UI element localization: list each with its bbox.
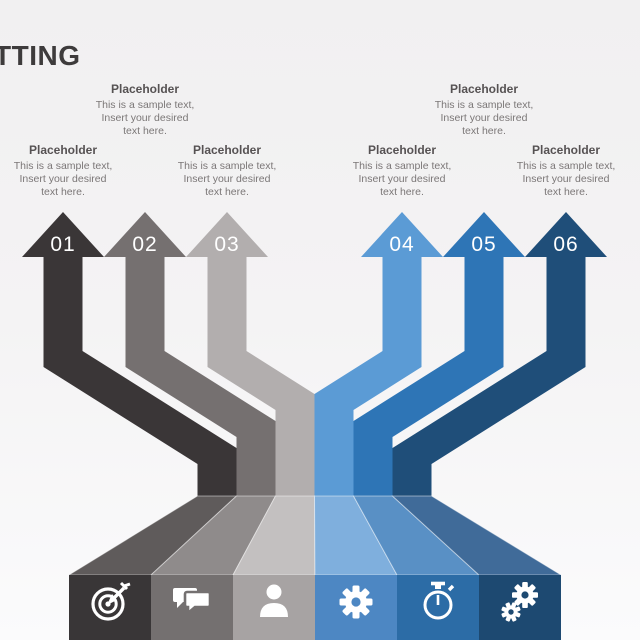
person-icon: [260, 584, 288, 617]
stopwatch-icon: [423, 581, 455, 620]
arrow-number-6: 06: [553, 233, 579, 256]
arrow-number-5: 05: [471, 233, 497, 256]
arrow-number-1: 01: [50, 233, 76, 256]
placeholder-body: This is a sample text, Insert your desir…: [13, 160, 113, 198]
placeholder-body: This is a sample text, Insert your desir…: [352, 160, 452, 198]
front-blocks: [69, 575, 561, 640]
perspective-floor: [67, 495, 563, 576]
placeholder-step-4: Placeholder This is a sample text, Inser…: [327, 143, 477, 198]
gear-icon: [339, 585, 373, 619]
arrow-number-2: 02: [132, 233, 158, 256]
block-1: [69, 575, 151, 640]
placeholder-body: This is a sample text, Insert your desir…: [95, 99, 195, 137]
placeholder-step-5: Placeholder This is a sample text, Inser…: [409, 82, 559, 137]
placeholder-step-1: Placeholder This is a sample text, Inser…: [0, 143, 138, 198]
chat-icon: [173, 588, 212, 616]
placeholder-body: This is a sample text, Insert your desir…: [177, 160, 277, 198]
placeholder-heading: Placeholder: [192, 143, 262, 157]
placeholder-heading: Placeholder: [28, 143, 98, 157]
arrow-shape-3: [186, 212, 315, 496]
block-icons: [91, 581, 538, 622]
placeholder-heading: Placeholder: [531, 143, 601, 157]
block-6: [479, 575, 561, 640]
gears-icon: [501, 582, 538, 622]
placeholder-step-3: Placeholder This is a sample text, Inser…: [152, 143, 302, 198]
placeholder-heading: Placeholder: [449, 82, 519, 96]
placeholder-heading: Placeholder: [367, 143, 437, 157]
placeholder-step-2: Placeholder This is a sample text, Inser…: [70, 82, 220, 137]
placeholder-body: This is a sample text, Insert your desir…: [434, 99, 534, 137]
arrow-shape-5: [353, 212, 525, 496]
arrow-shape-6: [392, 212, 607, 496]
arrow-shape-2: [104, 212, 276, 496]
placeholder-step-6: Placeholder This is a sample text, Inser…: [491, 143, 640, 198]
placeholder-heading: Placeholder: [110, 82, 180, 96]
arrow-shape-4: [314, 212, 443, 496]
arrow-number-4: 04: [389, 233, 415, 256]
placeholder-body: This is a sample text, Insert your desir…: [516, 160, 616, 198]
slide-title: TTING: [0, 40, 81, 71]
target-icon: [91, 581, 131, 621]
arrow-shape-1: [22, 212, 237, 496]
arrow-number-3: 03: [214, 233, 240, 256]
arrow-ribbons: [22, 212, 607, 496]
